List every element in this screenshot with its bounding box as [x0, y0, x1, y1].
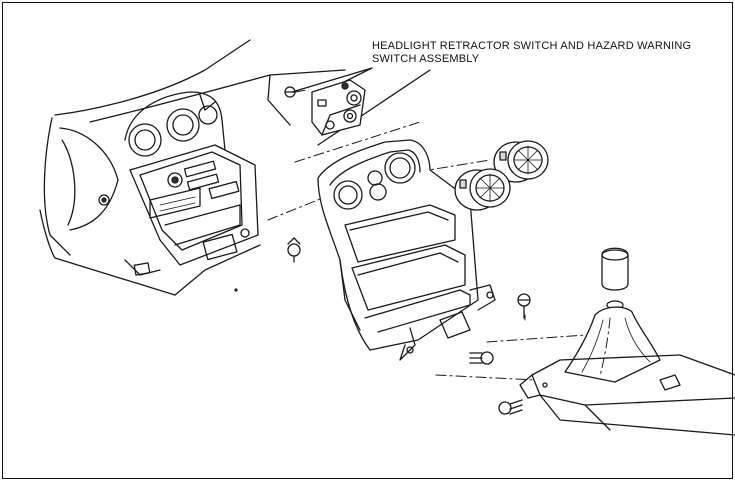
knob-cover-upper — [493, 140, 549, 183]
center-console-panel — [317, 139, 496, 361]
screw-console-left — [287, 237, 301, 263]
callout-line-2: SWITCH ASSEMBLY — [372, 53, 480, 65]
screw-console-right — [517, 293, 531, 319]
headlight-switch-assembly — [311, 79, 366, 136]
shift-knob — [601, 247, 629, 310]
switch-assembly-callout: HEADLIGHT RETRACTOR SWITCH AND HAZARD WA… — [372, 40, 722, 66]
dashboard-shell — [39, 39, 346, 296]
screw-console-bottom — [469, 351, 494, 365]
switch-screw — [284, 86, 307, 98]
knob-cover-lower — [454, 168, 511, 211]
callout-line-1: HEADLIGHT RETRACTOR SWITCH AND HAZARD WA… — [372, 40, 692, 52]
stray-mark — [234, 288, 238, 292]
screw-shifter-bezel — [498, 399, 523, 415]
center-stack-unit — [124, 91, 259, 266]
shift-boot-bezel — [519, 306, 735, 436]
